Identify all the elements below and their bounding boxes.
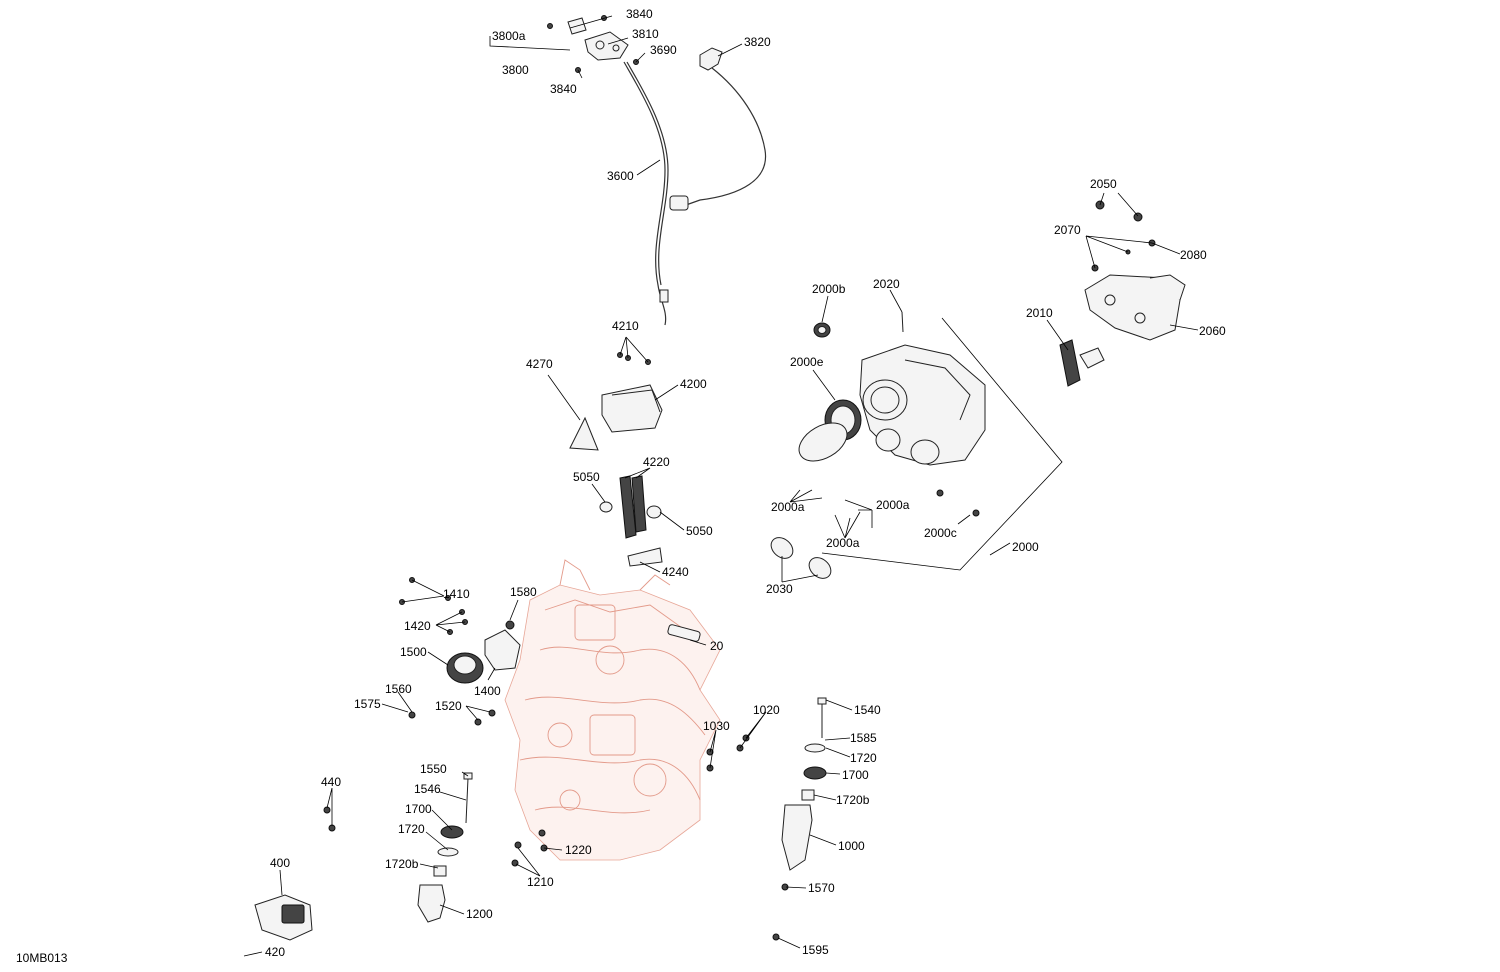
callout-1020: 1020 <box>753 703 780 717</box>
callout-1400: 1400 <box>474 684 501 698</box>
callout-1200: 1200 <box>466 907 493 921</box>
callout-4270: 4270 <box>526 357 553 371</box>
callout-5050-left: 5050 <box>573 470 600 484</box>
callout-2000a-right: 2000a <box>876 498 910 512</box>
bracket-400-group <box>254 806 336 941</box>
callout-420: 420 <box>265 945 285 959</box>
callout-1520: 1520 <box>435 699 462 713</box>
engine-block-ghost <box>504 559 721 861</box>
callout-2060: 2060 <box>1199 324 1226 338</box>
callout-1570: 1570 <box>808 881 835 895</box>
callout-1540: 1540 <box>854 703 881 717</box>
callout-1720-right: 1720 <box>850 751 877 765</box>
callout-2000e: 2000e <box>790 355 824 369</box>
callout-1410: 1410 <box>443 587 470 601</box>
callout-1720-left: 1720 <box>398 822 425 836</box>
callout-1585: 1585 <box>850 731 877 745</box>
callout-2070: 2070 <box>1054 223 1081 237</box>
callout-1575: 1575 <box>354 697 381 711</box>
callout-2080: 2080 <box>1180 248 1207 262</box>
callout-1595: 1595 <box>802 943 829 957</box>
callout-1560: 1560 <box>385 682 412 696</box>
callout-2000a-left: 2000a <box>771 500 805 514</box>
callout-labels: 3840 3800a 3810 3690 3820 3800 3840 3600… <box>16 7 1226 965</box>
callout-1700-right: 1700 <box>842 768 869 782</box>
callout-3810: 3810 <box>632 27 659 41</box>
callout-4200: 4200 <box>680 377 707 391</box>
callout-1500: 1500 <box>400 645 427 659</box>
engine-mount-center-group <box>417 772 548 923</box>
callout-4210: 4210 <box>612 319 639 333</box>
callout-1220: 1220 <box>565 843 592 857</box>
callout-3820: 3820 <box>744 35 771 49</box>
callout-1720b-left: 1720b <box>385 857 419 871</box>
engine-mount-left-group <box>399 577 701 726</box>
callout-1420: 1420 <box>404 619 431 633</box>
callout-2010: 2010 <box>1026 306 1053 320</box>
engine-mount-right-group <box>706 697 827 941</box>
callout-3600: 3600 <box>607 169 634 183</box>
air-intake-assembly <box>770 200 1186 579</box>
callout-2020: 2020 <box>873 277 900 291</box>
callout-1580: 1580 <box>510 585 537 599</box>
callout-1550: 1550 <box>420 762 447 776</box>
callout-2000c: 2000c <box>924 526 957 540</box>
callout-2000b: 2000b <box>812 282 846 296</box>
callout-3840-bottom: 3840 <box>550 82 577 96</box>
callout-1030: 1030 <box>703 719 730 733</box>
throttle-cable-assembly <box>547 15 767 326</box>
figure-code: 10MB013 <box>16 951 68 965</box>
callout-1000: 1000 <box>838 839 865 853</box>
callout-400: 400 <box>270 856 290 870</box>
callout-1720b-right: 1720b <box>836 793 870 807</box>
air-filter-bracket-group <box>569 352 663 567</box>
callout-1700-left: 1700 <box>405 802 432 816</box>
callout-1546: 1546 <box>414 782 441 796</box>
callout-5050-right: 5050 <box>686 524 713 538</box>
leader-lines <box>243 15 1199 957</box>
callout-3690: 3690 <box>650 43 677 57</box>
callout-4240: 4240 <box>662 565 689 579</box>
callout-4220: 4220 <box>643 455 670 469</box>
callout-1210: 1210 <box>527 875 554 889</box>
callout-2000a-bottom: 2000a <box>826 536 860 550</box>
callout-2050: 2050 <box>1090 177 1117 191</box>
callout-440: 440 <box>321 775 341 789</box>
callout-3800: 3800 <box>502 63 529 77</box>
callout-2030: 2030 <box>766 582 793 596</box>
callout-3840-top: 3840 <box>626 7 653 21</box>
callout-20: 20 <box>710 639 724 653</box>
callout-2000: 2000 <box>1012 540 1039 554</box>
callout-3800a: 3800a <box>492 29 526 43</box>
